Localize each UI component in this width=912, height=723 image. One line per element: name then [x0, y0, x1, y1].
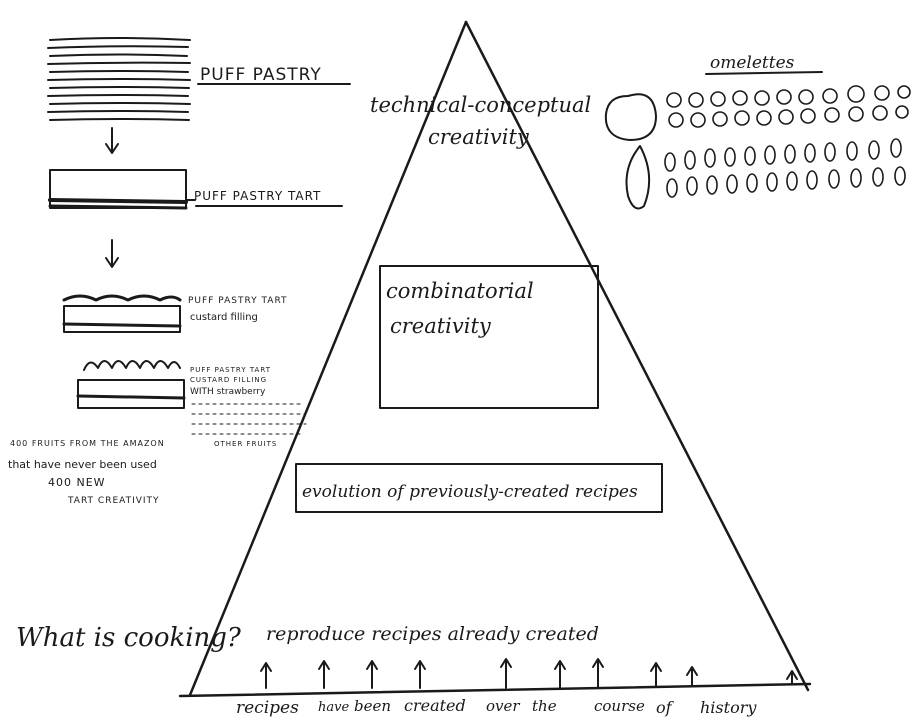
ground-word: created: [404, 696, 466, 715]
amazon-line-2: that have never been used: [8, 458, 157, 471]
question-label: What is cooking?: [16, 623, 242, 653]
round-omelette-icon: [604, 93, 657, 141]
ground-word: of: [656, 698, 675, 717]
apex-label-2: creativity: [428, 125, 530, 149]
ground-word: over: [486, 697, 520, 715]
strawberry-tart-sketch: [76, 360, 186, 409]
amazon-line-3: 400 NEW: [48, 476, 106, 489]
ground-word: have: [318, 700, 349, 715]
combinatorial-label-2: creativity: [390, 314, 492, 338]
amazon-line-1: 400 FRUITS FROM THE AMAZON: [10, 439, 165, 448]
evolution-label: evolution of previously-created recipes: [302, 482, 638, 502]
history-arrows: [260, 658, 798, 689]
arrow-down-icon: [105, 127, 119, 154]
other-fruits-label: OTHER FRUITS: [214, 440, 277, 448]
puff-pastry-layers: [47, 37, 191, 121]
ground-word: recipes: [236, 698, 299, 718]
puff-pastry-tart-sketch: [48, 169, 188, 210]
strawberry-tart-label-2: CUSTARD FILLING: [190, 376, 267, 384]
puff-pastry-label: PUFF PASTRY: [200, 65, 322, 85]
ground-word: course: [594, 697, 645, 715]
strawberry-tart-label-3: WITH strawberry: [190, 387, 266, 397]
ground-word: been: [354, 697, 391, 715]
combinatorial-label-1: combinatorial: [386, 279, 534, 303]
puff-pastry-tart-label: PUFF PASTRY TART: [194, 189, 321, 203]
amazon-line-4: TART CREATIVITY: [67, 496, 160, 506]
custard-tart-label-2: custard filling: [190, 312, 258, 323]
apex-label-1: technical-conceptual: [370, 93, 591, 117]
strawberry-tart-label-1: PUFF PASTRY TART: [190, 366, 271, 374]
small-omelettes-grid: [664, 85, 911, 198]
custard-tart-label-1: PUFF PASTRY TART: [188, 296, 288, 306]
omelettes-title: omelettes: [710, 53, 795, 73]
arrow-down-icon: [105, 239, 119, 268]
ground-word: history: [700, 698, 757, 717]
evolution-box: evolution of previously-created recipes: [295, 463, 663, 513]
reproduce-label: reproduce recipes already created: [266, 623, 599, 645]
combinatorial-box: combinatorial creativity: [379, 265, 599, 409]
history-baseline-text: recipes have been created over the cours…: [236, 696, 757, 718]
creativity-pyramid: [178, 20, 812, 698]
ground-word: the: [532, 697, 557, 715]
oval-omelette-icon: [625, 145, 651, 210]
custard-tart-sketch: [62, 294, 182, 333]
fruit-marks-grid: [191, 403, 307, 435]
